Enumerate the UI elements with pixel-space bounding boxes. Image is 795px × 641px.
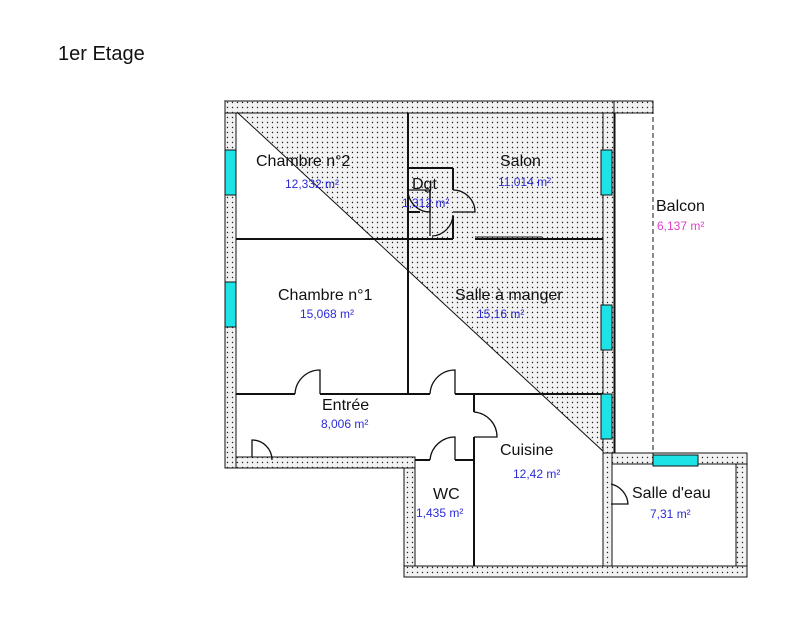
room-area: 15,068 m² (300, 307, 354, 321)
room-area: 12,42 m² (513, 467, 560, 481)
room-name: Chambre n°2 (256, 153, 351, 170)
window (224, 281, 237, 328)
room-area: 8,006 m² (321, 417, 368, 431)
wall-top (224, 100, 654, 114)
wall-salle-eau-right (735, 463, 748, 567)
window (600, 149, 613, 196)
room-name: WC (433, 486, 460, 503)
room-name: Entrée (322, 397, 369, 414)
room-area: 1,312 m² (402, 196, 449, 210)
room-name: Balcon (656, 198, 705, 215)
room-area: 11,014 m² (498, 175, 551, 189)
room-name: Cuisine (500, 442, 553, 459)
room-area: 1,435 m² (416, 506, 463, 520)
room-name: Dgt (412, 176, 437, 193)
wall-corner-top (613, 100, 654, 114)
window (652, 454, 699, 467)
doors (251, 189, 629, 505)
room-name: Salle à manger (455, 287, 563, 304)
room-area: 7,31 m² (650, 507, 691, 521)
room-area: 15,16 m² (477, 307, 524, 321)
window (600, 304, 613, 351)
window (600, 393, 613, 440)
floor-title: 1er Etage (58, 43, 145, 65)
wall-bottom (403, 565, 748, 578)
room-labels: Chambre n°2 12,332 m² Salon 11,014 m² Dg… (256, 153, 711, 521)
wall-bottom-entree (235, 456, 416, 469)
room-area: 12,332 m² (285, 177, 339, 191)
windows (224, 149, 699, 467)
room-name: Salle d'eau (632, 485, 711, 502)
interior-walls (236, 113, 603, 566)
room-name: Chambre n°1 (278, 287, 373, 304)
room-area: 6,137 m² (657, 219, 704, 233)
exterior-walls (224, 99, 748, 578)
window (224, 149, 237, 196)
room-name: Salon (500, 153, 541, 170)
wall-right-cuisine (602, 452, 613, 567)
wall-left-wc (403, 467, 416, 578)
